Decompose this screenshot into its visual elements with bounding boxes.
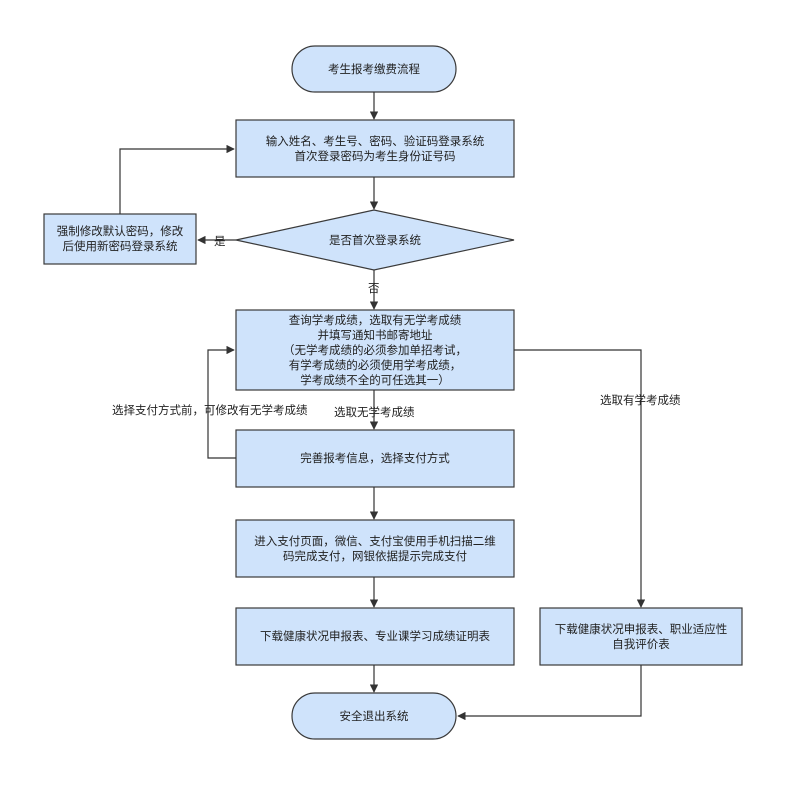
edge-label-choose-without: 选取无学考成绩 [334, 405, 415, 419]
complete-info-node: 完善报考信息，选择支付方式 [236, 430, 514, 487]
start-node-text: 考生报考缴费流程 [328, 61, 420, 76]
edge-loop-back [207, 345, 236, 459]
download-right-process-shape [539, 607, 743, 666]
edge-query-to-download-right [514, 349, 646, 608]
force-change-node: 强制修改默认密码，修改 后使用新密码登录系统 [44, 214, 196, 264]
decision-node-text: 是否首次登录系统 [329, 232, 421, 247]
edge-download-right-to-end [457, 665, 642, 721]
end-terminal-shape [291, 692, 457, 740]
start-node: 考生报考缴费流程 [292, 46, 456, 92]
download-right-node: 下载健康状况申报表、职业适应性 自我评价表 [540, 608, 742, 665]
download-left-process-shape [235, 607, 515, 666]
edge-label-loop-back: 选择支付方式前，可修改有无学考成绩 [112, 403, 308, 417]
query-node: 查询学考成绩，选取有无学考成绩 并填写通知书邮寄地址 （无学考成绩的必须参加单招… [236, 310, 514, 390]
first-login-decision-shape [235, 209, 515, 271]
edge-label-no: 否 [368, 281, 380, 295]
complete-info-process-shape [235, 429, 515, 488]
download-right-node-text: 下载健康状况申报表、职业适应性 自我评价表 [554, 621, 728, 651]
login-node-text: 输入姓名、考生号、密码、验证码登录系统 首次登录密码为考生身份证号码 [265, 133, 485, 163]
edge-force-change-to-login [119, 144, 235, 214]
end-node-text: 安全退出系统 [339, 708, 409, 723]
force-change-process-shape [43, 213, 197, 265]
force-change-node-text: 强制修改默认密码，修改 后使用新密码登录系统 [56, 224, 184, 253]
query-node-text: 查询学考成绩，选取有无学考成绩 并填写通知书邮寄地址 （无学考成绩的必须参加单招… [283, 312, 467, 387]
decision-node: 是否首次登录系统 [236, 210, 514, 270]
download-left-node: 下载健康状况申报表、专业课学习成绩证明表 [236, 608, 514, 665]
login-process-shape [235, 119, 515, 178]
payment-process-shape [235, 519, 515, 578]
end-node: 安全退出系统 [292, 693, 456, 739]
complete-info-node-text: 完善报考信息，选择支付方式 [300, 451, 450, 465]
query-process-shape [235, 309, 515, 391]
download-left-node-text: 下载健康状况申报表、专业课学习成绩证明表 [260, 629, 490, 643]
login-node: 输入姓名、考生号、密码、验证码登录系统 首次登录密码为考生身份证号码 [236, 120, 514, 177]
payment-node-text: 进入支付页面，微信、支付宝使用手机扫描二维 码完成支付，网银依据提示完成支付 [254, 533, 496, 563]
edge-label-yes: 是 [214, 234, 226, 248]
edge-label-choose-with: 选取有学考成绩 [600, 393, 681, 407]
payment-node: 进入支付页面，微信、支付宝使用手机扫描二维 码完成支付，网银依据提示完成支付 [236, 520, 514, 577]
